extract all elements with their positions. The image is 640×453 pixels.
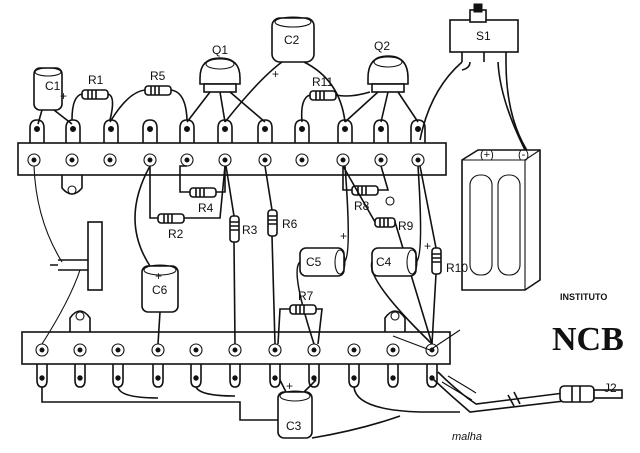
- plus-c3: +: [286, 379, 293, 393]
- resistor-r11: [300, 90, 371, 123]
- resistor-r10: [419, 165, 442, 345]
- label-c5: C5: [306, 255, 322, 269]
- top-terminal-strip: [17, 119, 447, 195]
- plus-c5: +: [340, 229, 347, 243]
- transistor-q1: [186, 57, 266, 123]
- capacitor-c6: [134, 165, 179, 345]
- label-c3: C3: [286, 419, 302, 433]
- plus-c4: +: [424, 239, 431, 253]
- capacitor-c3: [277, 379, 317, 439]
- instituto-ncb-logo: INSTITUTO NCB: [552, 292, 624, 358]
- bottom-bus-wire: [41, 386, 460, 421]
- resistor-r2: [149, 165, 226, 224]
- label-c1: C1: [45, 79, 61, 93]
- label-c2: C2: [284, 33, 300, 47]
- label-s1: S1: [476, 29, 491, 43]
- label-c6: C6: [152, 283, 168, 297]
- resistor-r9: [342, 165, 433, 345]
- screw-hole: [385, 196, 395, 206]
- label-r7: R7: [298, 289, 314, 303]
- switch-s1: [449, 3, 526, 151]
- resistor-r8: [342, 165, 390, 196]
- resistor-r3: [225, 165, 240, 345]
- label-r8: R8: [354, 199, 370, 213]
- label-r2: R2: [168, 227, 184, 241]
- capacitor-c1: [33, 67, 73, 125]
- logo-line1: INSTITUTO: [560, 292, 607, 302]
- shield-to-ground: [392, 329, 461, 351]
- capacitor-c4: [370, 165, 433, 345]
- resistor-r5: [109, 85, 188, 123]
- label-r4: R4: [198, 201, 214, 215]
- plus-c2: +: [272, 67, 279, 81]
- plus-c1: +: [60, 89, 67, 103]
- ground-wire: [311, 415, 401, 439]
- bottom-terminal-strip: [21, 310, 451, 388]
- shielded-cable: [431, 371, 591, 413]
- label-q1: Q1: [212, 43, 228, 57]
- label-r5: R5: [150, 69, 166, 83]
- resistor-r4: [179, 165, 226, 198]
- battery: [461, 149, 541, 291]
- label-r3: R3: [242, 223, 258, 237]
- label-c4: C4: [376, 255, 392, 269]
- label-r6: R6: [282, 217, 298, 231]
- transistor-q2: [344, 55, 419, 123]
- resistor-r6: [264, 165, 278, 345]
- resistor-r1: [71, 89, 114, 121]
- battery-plus-label: (+): [480, 149, 494, 161]
- label-r10: R10: [446, 261, 468, 275]
- battery-minus-label: (-): [518, 149, 529, 161]
- wire-s1-right: [505, 61, 531, 156]
- label-j2: J2: [604, 381, 617, 395]
- capacitor-c2: [224, 16, 346, 123]
- label-malha: malha: [452, 431, 482, 443]
- logo-line2: NCB: [552, 321, 624, 358]
- label-q2: Q2: [374, 39, 390, 53]
- resistor-r7: [277, 304, 323, 345]
- label-r11: R11: [312, 75, 333, 89]
- plus-c6: +: [155, 269, 162, 283]
- capacitor-c5: [296, 165, 350, 345]
- label-r9: R9: [398, 219, 414, 233]
- volume-potentiometer: [33, 165, 103, 345]
- plug-j2: [559, 385, 623, 403]
- label-r1: R1: [88, 73, 104, 87]
- wire-s1-left: [419, 61, 463, 141]
